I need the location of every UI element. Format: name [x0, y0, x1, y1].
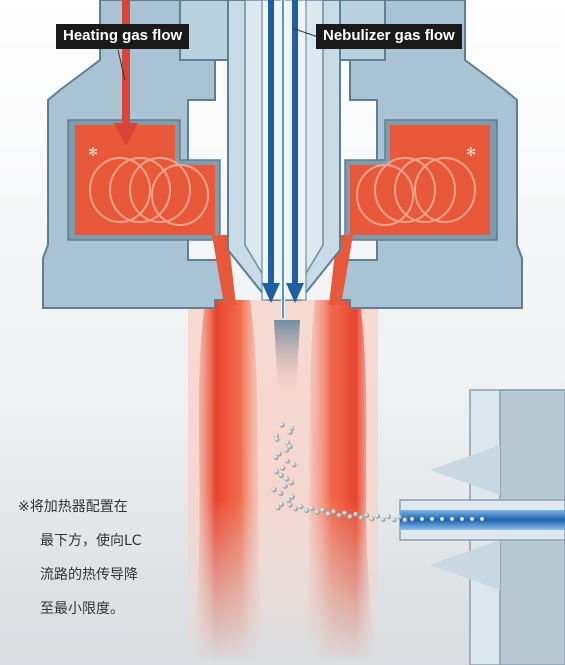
droplet: [320, 507, 326, 513]
droplet: [402, 517, 408, 523]
heating-gas-flow-label: Heating gas flow: [56, 24, 190, 49]
nebulizer-gas-flow-label: Nebulizer gas flow: [316, 24, 462, 49]
heating-gas-arrow: [114, 0, 138, 146]
droplet: [375, 513, 381, 519]
droplet: [420, 517, 424, 521]
droplet: [450, 517, 454, 521]
droplet: [353, 511, 359, 517]
droplet: [380, 516, 386, 522]
droplet: [273, 469, 280, 475]
droplet: [347, 514, 353, 520]
droplet-trail: [271, 422, 484, 523]
droplet: [358, 515, 364, 521]
droplet: [274, 436, 280, 442]
droplet: [391, 517, 397, 523]
droplet: [298, 504, 304, 510]
nebulizer-gas-arrows: [262, 0, 304, 318]
droplet: [279, 422, 285, 428]
droplet: [280, 465, 286, 471]
droplet: [291, 462, 297, 468]
droplet: [287, 429, 293, 435]
droplet: [286, 498, 292, 504]
droplet: [273, 454, 279, 460]
droplet: [460, 517, 464, 521]
droplet: [309, 506, 315, 512]
heating-label-leader: [117, 49, 126, 81]
droplet: [278, 490, 284, 496]
droplet: [278, 501, 285, 507]
heater-placement-note: ※将加热器配置在 最下方，使向LC 流路的热传导降 至最小限度。: [18, 490, 183, 626]
heater-left: ✻: [75, 125, 215, 235]
droplet: [342, 510, 348, 516]
droplet: [303, 508, 309, 514]
droplet: [397, 514, 403, 520]
droplet: [430, 517, 434, 521]
spray-plume: [188, 300, 378, 660]
droplet: [336, 512, 342, 518]
droplet: [275, 505, 281, 511]
svg-text:✻: ✻: [466, 145, 476, 159]
nebulizer-label-leader: [291, 27, 319, 38]
droplet: [292, 506, 298, 512]
droplet: [283, 447, 290, 453]
droplet: [325, 511, 331, 517]
droplet: [284, 458, 290, 464]
droplet: [386, 514, 392, 520]
note-line: 流路的热传导降: [40, 567, 138, 583]
note-line: 最下方，使向LC: [40, 533, 142, 549]
droplet: [289, 494, 295, 500]
ms-inlet: [399, 389, 565, 665]
droplet: [369, 516, 375, 522]
droplet: [282, 483, 288, 489]
droplet: [271, 487, 277, 493]
heater-right: ✻: [350, 125, 490, 235]
droplet: [410, 517, 414, 521]
droplet: [276, 451, 282, 457]
droplet: [331, 509, 337, 515]
droplet: [287, 502, 293, 508]
note-line: ※将加热器配置在: [18, 499, 128, 515]
note-line: 至最小限度。: [40, 601, 124, 617]
droplet: [288, 480, 295, 486]
droplet: [470, 517, 474, 521]
svg-text:✻: ✻: [88, 145, 98, 159]
droplet: [278, 472, 284, 478]
droplet: [440, 517, 444, 521]
droplet: [287, 444, 293, 450]
droplet: [480, 517, 484, 521]
droplet: [284, 476, 290, 482]
droplet: [364, 512, 370, 518]
droplet: [314, 509, 320, 515]
